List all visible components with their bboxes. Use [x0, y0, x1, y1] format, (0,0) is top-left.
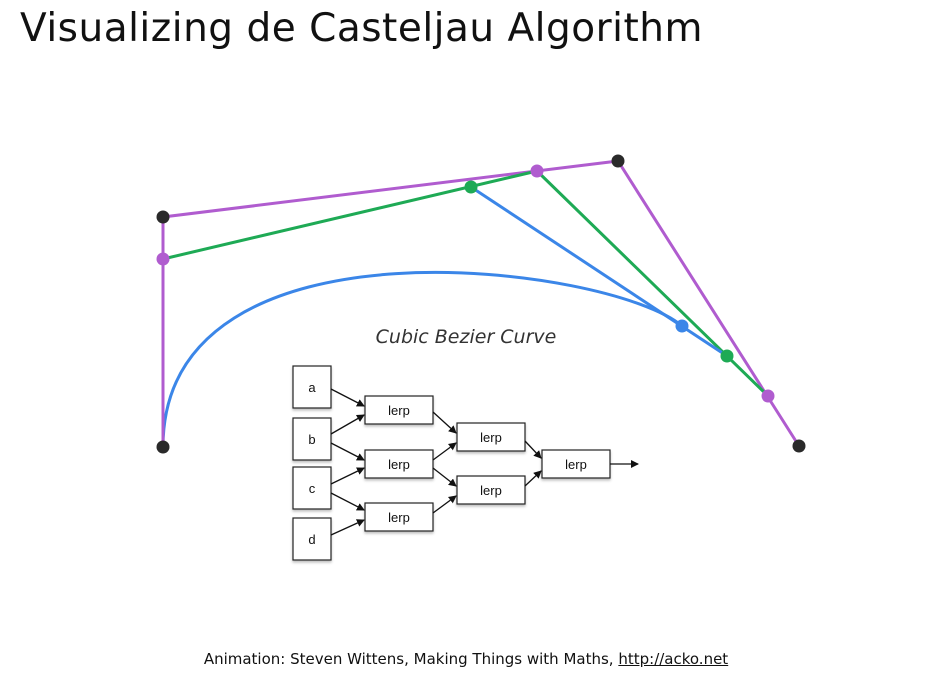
control-polygon [161, 159, 801, 447]
level-two-line-left [162, 169, 538, 261]
arrow [330, 519, 365, 536]
lerp-point-level-one-b [530, 164, 544, 178]
control-point-p0 [156, 440, 170, 454]
lerp-label: lerp [388, 403, 410, 418]
slide-title: Visualizing de Casteljau Algorithm [20, 6, 704, 51]
input-label-b: b [308, 432, 315, 447]
arrow [330, 414, 365, 435]
arrow [432, 467, 457, 487]
control-point-p1 [156, 210, 170, 224]
arrow [432, 411, 457, 434]
lerp-point-level-one-a [156, 252, 170, 266]
lerp-point-level-two-a [464, 180, 478, 194]
curve-point [675, 319, 689, 333]
lerp-box-level-two-bottom: lerp [456, 475, 526, 505]
lerp-box-level-two-top: lerp [456, 422, 526, 452]
lerp-label: lerp [565, 457, 587, 472]
flow-arrows [330, 388, 639, 536]
footer-credit-text: Animation: Steven Wittens, Making Things… [203, 650, 619, 668]
input-box-d: d [292, 517, 332, 561]
arrow [432, 495, 457, 514]
lerp-label: lerp [480, 483, 502, 498]
control-point-p2 [611, 154, 625, 168]
footer-link[interactable]: http://acko.net [618, 650, 729, 668]
lerp-label: lerp [388, 510, 410, 525]
lerp-box-bc: lerp [364, 449, 434, 479]
control-point-p3 [792, 439, 806, 453]
arrow [432, 442, 457, 461]
footer-credit: Animation: Steven Wittens, Making Things… [0, 650, 932, 668]
diagram-title: Cubic Bezier Curve [376, 326, 557, 348]
input-box-b: b [292, 417, 332, 461]
lerp-point-level-one-c [761, 389, 775, 403]
arrow [330, 442, 365, 461]
input-box-c: c [292, 466, 332, 510]
input-label-d: d [308, 532, 315, 547]
arrow [330, 492, 365, 511]
input-label-a: a [308, 380, 316, 395]
lerp-box-ab: lerp [364, 395, 434, 425]
arrow [330, 467, 365, 485]
lerp-label: lerp [388, 457, 410, 472]
lerp-label: lerp [480, 430, 502, 445]
bezier-curve [161, 270, 683, 448]
arrow [524, 440, 542, 459]
arrow [330, 388, 365, 407]
level-two-line-right [535, 169, 770, 398]
arrow [524, 470, 542, 487]
input-label-c: c [309, 481, 316, 496]
input-box-a: a [292, 365, 332, 409]
lerp-point-level-two-b [720, 349, 734, 363]
lerp-box-cd: lerp [364, 502, 434, 532]
lerp-box-final: lerp [541, 449, 611, 479]
